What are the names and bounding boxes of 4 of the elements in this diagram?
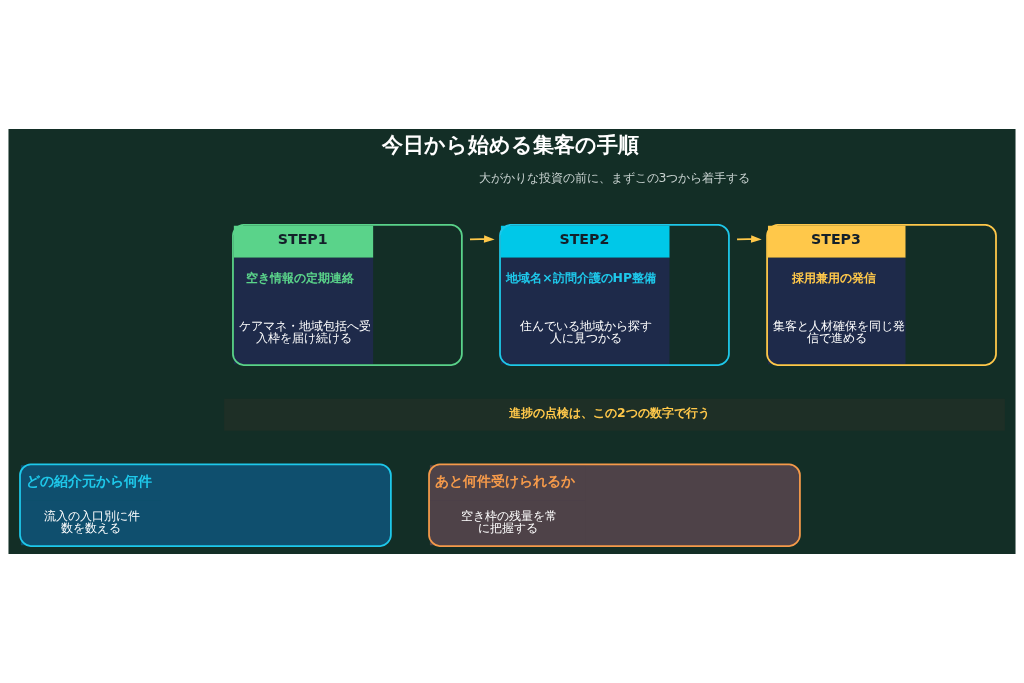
arrow	[736, 235, 762, 243]
diagram-title: 今日から始める集客の手順	[382, 132, 640, 158]
arrow	[469, 235, 495, 243]
label: 大がかりな投資の前に、まずこの3つから着手する	[478, 169, 751, 185]
